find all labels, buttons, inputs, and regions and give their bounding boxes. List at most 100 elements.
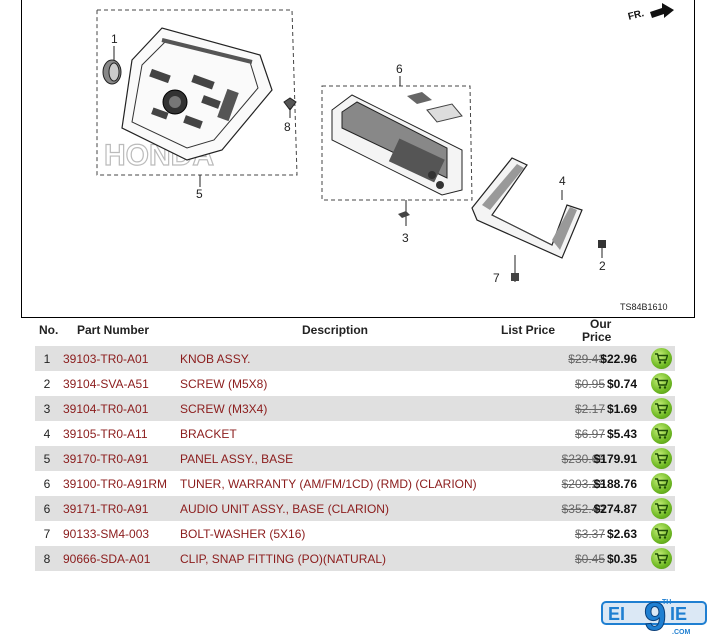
- ninth-gen-civic-logo-icon: EI 9 TH IE .COM: [601, 595, 707, 640]
- callout-5: 5: [196, 187, 203, 201]
- part-number-link[interactable]: 39103-TR0-A01: [63, 352, 149, 366]
- cart-icon: [655, 378, 668, 389]
- cart-icon: [655, 403, 668, 414]
- add-to-cart-button[interactable]: [651, 348, 672, 369]
- part-number-link[interactable]: 90666-SDA-A01: [63, 552, 151, 566]
- cart-icon: [655, 428, 668, 439]
- row-number: 7: [43, 527, 51, 541]
- part-number-link[interactable]: 39104-TR0-A01: [63, 402, 149, 416]
- part-number-link[interactable]: 39170-TR0-A91: [63, 452, 149, 466]
- our-price: $0.74: [606, 377, 637, 391]
- svg-text:EI: EI: [608, 604, 625, 624]
- list-price: $29.43: [568, 352, 605, 366]
- callout-1: 1: [111, 32, 118, 46]
- add-to-cart-button[interactable]: [651, 548, 672, 569]
- cart-icon: [655, 503, 668, 514]
- row-number: 3: [43, 402, 51, 416]
- description-link[interactable]: CLIP, SNAP FITTING (PO)(NATURAL): [180, 552, 387, 566]
- table-row: 7 90133-SM4-003 BOLT-WASHER (5X16) $3.37$2.…: [35, 521, 675, 546]
- add-to-cart-button[interactable]: [651, 473, 672, 494]
- cart-icon: [655, 453, 668, 464]
- description-link[interactable]: TUNER, WARRANTY (AM/FM/1CD) (RMD) (CLARI…: [180, 477, 477, 491]
- callout-3: 3: [402, 231, 409, 245]
- add-to-cart-button[interactable]: [651, 423, 672, 444]
- callout-7: 7: [493, 271, 500, 285]
- callout-2: 2: [599, 259, 606, 273]
- our-price: $22.96: [600, 352, 637, 366]
- bracket-drawing: [471, 157, 583, 259]
- cart-icon: [655, 553, 668, 564]
- cart-icon: [655, 353, 668, 364]
- screw-drawing: [598, 240, 606, 248]
- row-number: 6: [43, 477, 51, 491]
- part-number-link[interactable]: 39104-SVA-A51: [63, 377, 149, 391]
- panel-assembly-drawing: [121, 27, 273, 161]
- svg-text:IE: IE: [670, 604, 687, 624]
- description-link[interactable]: BRACKET: [180, 427, 237, 441]
- list-price: $203.28: [561, 477, 605, 491]
- table-row: 1 39103-TR0-A01 KNOB ASSY. $29.43$22.96: [35, 346, 675, 371]
- description-link[interactable]: SCREW (M3X4): [180, 402, 268, 416]
- part-number-link[interactable]: 90133-SM4-003: [63, 527, 150, 541]
- diagram-drawing: HONDA: [96, 3, 674, 282]
- part-number-link[interactable]: 39100-TR0-A91RM: [63, 477, 168, 491]
- our-price: $188.76: [593, 477, 637, 491]
- cart-icon: [655, 528, 668, 539]
- front-arrow-icon: [650, 3, 674, 18]
- row-number: 1: [43, 352, 51, 366]
- table-row: 2 39104-SVA-A51 SCREW (M5X8) $0.95$0.74: [35, 371, 675, 396]
- list-price: $2.17: [574, 402, 605, 416]
- row-number: 6: [43, 502, 51, 516]
- row-number: 5: [43, 452, 51, 466]
- site-logo[interactable]: EI 9 TH IE .COM: [600, 590, 708, 640]
- add-to-cart-button[interactable]: [651, 448, 672, 469]
- diagram-ref-code: TS84B1610: [620, 302, 668, 312]
- our-price: $1.69: [606, 402, 637, 416]
- callout-6: 6: [396, 62, 403, 76]
- table-row: 8 90666-SDA-A01 CLIP, SNAP FITTING (PO)(NA…: [35, 546, 675, 571]
- description-link[interactable]: PANEL ASSY., BASE: [180, 452, 294, 466]
- part-number-link[interactable]: 39105-TR0-A11: [63, 427, 148, 441]
- audio-unit-drawing: [331, 92, 463, 196]
- row-number: 2: [43, 377, 51, 391]
- description-link[interactable]: SCREW (M5X8): [180, 377, 268, 391]
- add-to-cart-button[interactable]: [651, 373, 672, 394]
- header-our-price-line1: Our: [590, 317, 612, 331]
- our-price: $274.87: [593, 502, 637, 516]
- description-link[interactable]: KNOB ASSY.: [180, 352, 251, 366]
- clip-drawing: [283, 97, 297, 111]
- svg-text:.COM: .COM: [672, 629, 690, 636]
- list-price: $0.95: [574, 377, 605, 391]
- our-price: $5.43: [606, 427, 637, 441]
- callout-4: 4: [559, 174, 566, 188]
- add-to-cart-button[interactable]: [651, 398, 672, 419]
- add-to-cart-button[interactable]: [651, 523, 672, 544]
- row-number: 8: [43, 552, 51, 566]
- header-no: No.: [39, 323, 59, 337]
- header-description: Description: [302, 323, 369, 337]
- bolt-drawing: [511, 273, 519, 281]
- parts-table-header: No. Part Number Description List Price O…: [35, 317, 675, 344]
- part-number-link[interactable]: 39171-TR0-A91: [63, 502, 149, 516]
- parts-diagram: HONDA: [21, 0, 695, 318]
- table-row: 6 39171-TR0-A91 AUDIO UNIT ASSY., BASE (CL…: [35, 496, 675, 521]
- our-price: $2.63: [606, 527, 637, 541]
- add-to-cart-button[interactable]: [651, 498, 672, 519]
- list-price: $230.65: [561, 452, 605, 466]
- description-link[interactable]: AUDIO UNIT ASSY., BASE (CLARION): [180, 502, 389, 516]
- table-row: 6 39100-TR0-A91RM TUNER, WARRANTY (AM/FM/1…: [35, 471, 675, 496]
- header-part-number: Part Number: [77, 323, 150, 337]
- callout-8: 8: [284, 120, 291, 134]
- description-link[interactable]: BOLT-WASHER (5X16): [180, 527, 306, 541]
- header-our-price-line2: Price: [582, 330, 612, 344]
- svg-text:9: 9: [644, 595, 666, 638]
- svg-text:TH: TH: [662, 599, 671, 606]
- our-price: $179.91: [593, 452, 637, 466]
- list-price: $0.45: [574, 552, 605, 566]
- our-price: $0.35: [606, 552, 637, 566]
- table-row: 5 39170-TR0-A91 PANEL ASSY., BASE $230.65$1…: [35, 446, 675, 471]
- list-price: $3.37: [574, 527, 605, 541]
- list-price: $6.97: [574, 427, 605, 441]
- cart-icon: [655, 478, 668, 489]
